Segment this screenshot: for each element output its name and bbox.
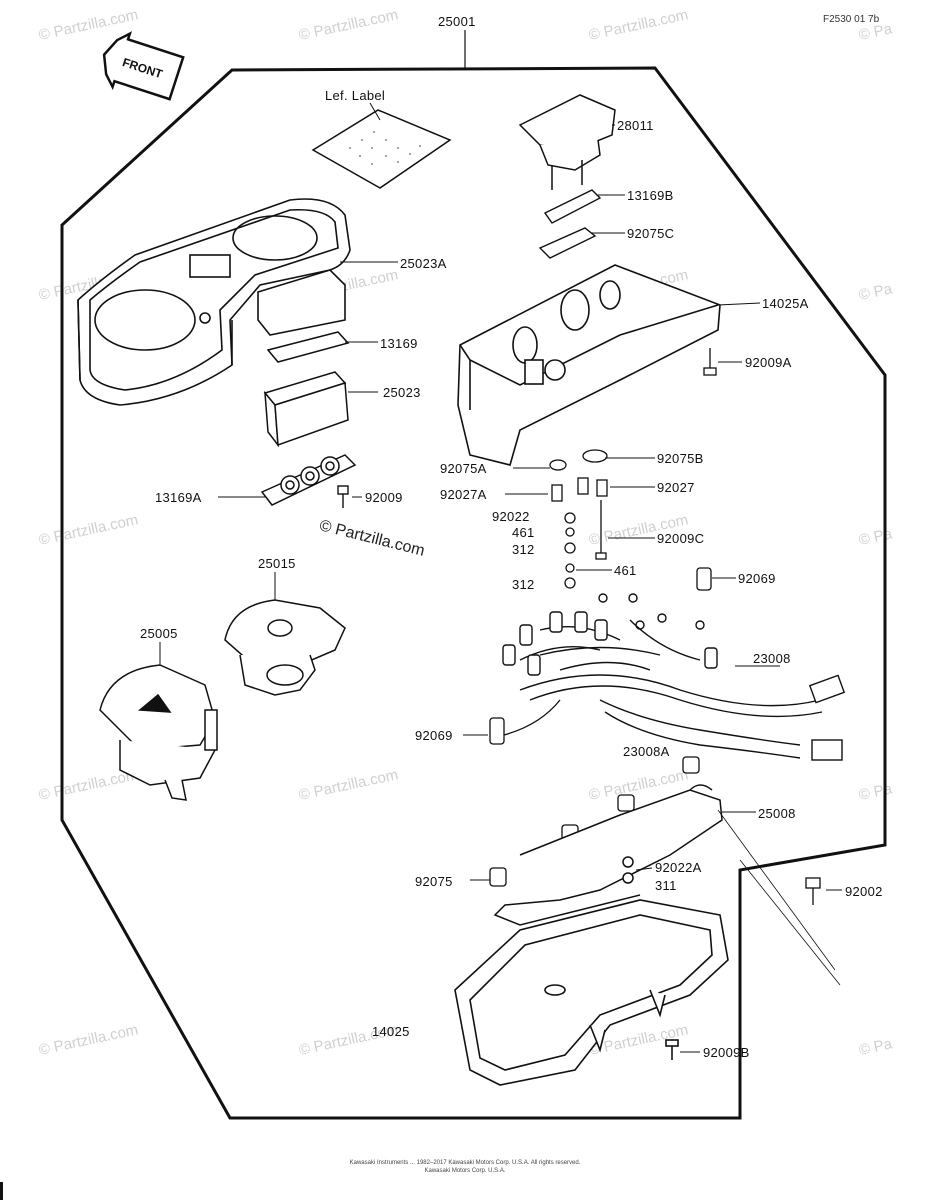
part-label-311: 311 [655, 878, 677, 893]
svg-text:© Pa: © Pa [857, 525, 894, 549]
part-label-92009a: 92009A [745, 355, 792, 370]
svg-text:© Partzilla.com: © Partzilla.com [297, 766, 399, 804]
plate-13169b [543, 189, 625, 224]
part-label-92069-left: 92069 [415, 728, 453, 743]
svg-text:© Partzilla.com: © Partzilla.com [587, 6, 689, 44]
part-label-13169: 13169 [380, 336, 418, 351]
part-label-92022a: 92022A [655, 860, 702, 875]
part-label-92027: 92027 [657, 480, 695, 495]
diagram-code: F2530 01 7b [823, 14, 880, 25]
part-label-92075a: 92075A [440, 461, 487, 476]
edge-mark [0, 1182, 3, 1200]
svg-text:© Pa: © Pa [857, 280, 894, 304]
gauge-25005 [99, 642, 218, 801]
part-label-92002: 92002 [845, 884, 883, 899]
socket-92069-left [463, 699, 561, 745]
part-label-25015: 25015 [258, 556, 296, 571]
part-label-14025: 14025 [372, 1024, 410, 1039]
part-label-25023: 25023 [383, 385, 421, 400]
indicator-box [263, 371, 378, 448]
hardware-stack [505, 449, 655, 589]
part-label-28011: 28011 [617, 118, 654, 133]
part-label-92027a: 92027A [440, 487, 487, 502]
part-label-23008: 23008 [753, 651, 791, 666]
label-sheet [311, 102, 452, 189]
part-label-461-upper: 461 [512, 525, 535, 540]
svg-text:© Partzilla.com: © Partzilla.com [297, 6, 399, 44]
assembly-outline [60, 66, 887, 1120]
part-label-13169b: 13169B [627, 188, 674, 203]
part-label-92075c: 92075C [627, 226, 675, 241]
part-label-25001: 25001 [438, 14, 476, 29]
footer-line-1: Kawasaki Instruments ... 1982–2017 Kawas… [349, 1160, 581, 1166]
gauge-25015 [224, 572, 346, 696]
meter-case [457, 264, 761, 466]
part-label-25005: 25005 [140, 626, 178, 641]
footer-line-2: Kawasaki Motors Corp. U.S.A. [424, 1168, 506, 1174]
part-label-14025a: 14025A [762, 296, 809, 311]
lower-case [454, 899, 729, 1086]
part-label-461-lower: 461 [614, 563, 637, 578]
part-label-92009c: 92009C [657, 531, 705, 546]
part-label-25008: 25008 [758, 806, 796, 821]
watermark-layer: © Partzilla.com © Partzilla.com © Partzi… [37, 6, 894, 1059]
part-label-312-upper: 312 [512, 542, 535, 557]
screw-92009a [703, 348, 742, 376]
part-label-92075b: 92075B [657, 451, 704, 466]
svg-text:© Pa: © Pa [857, 1035, 894, 1059]
part-label-92075: 92075 [415, 874, 453, 889]
part-label-92009: 92009 [365, 490, 403, 505]
lamp-plate [218, 454, 357, 506]
bracket-28011 [518, 94, 616, 190]
svg-text:© Partzilla.com: © Partzilla.com [37, 511, 139, 549]
plate-13169 [266, 331, 378, 363]
plate-92075c [538, 227, 625, 259]
part-label-lef-label: Lef. Label [325, 88, 386, 103]
part-label-92022: 92022 [492, 509, 530, 524]
part-label-25023a: 25023A [400, 256, 447, 271]
svg-text:© Partzilla.com: © Partzilla.com [37, 1021, 139, 1059]
socket-92069-right [696, 567, 736, 591]
bracket-25008 [493, 784, 756, 926]
screw-92009 [337, 485, 362, 508]
svg-text:© Pa: © Pa [857, 20, 894, 44]
wiring-harness [502, 593, 846, 761]
svg-text:© Pa: © Pa [857, 780, 894, 804]
part-label-23008a: 23008A [623, 744, 670, 759]
screw-92002 [717, 809, 842, 986]
meter-cover [77, 198, 398, 406]
part-label-13169a: 13169A [155, 490, 202, 505]
part-label-312-lower: 312 [512, 577, 535, 592]
front-arrow-icon: FRONT [102, 31, 185, 101]
part-label-92009b: 92009B [703, 1045, 750, 1060]
part-label-92069-right: 92069 [738, 571, 776, 586]
